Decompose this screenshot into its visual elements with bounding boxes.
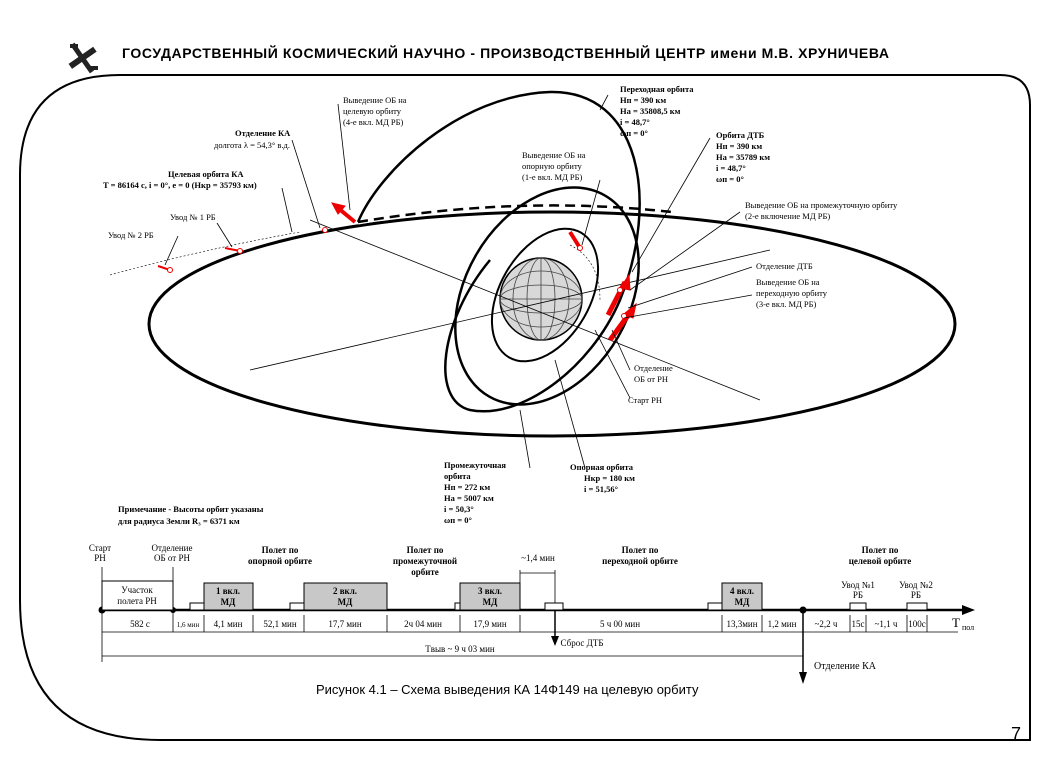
label-vyvedenie-ob-2: Выведение ОБ на промежуточную орбиту(2-е… xyxy=(745,200,898,221)
logo-icon xyxy=(68,42,98,74)
thrust-arrows xyxy=(157,202,637,342)
page-frame xyxy=(19,74,1031,741)
figure-caption: Рисунок 4.1 – Схема выведения КА 14Ф149 … xyxy=(316,682,699,697)
tl-box-4: 4 вкл.МД xyxy=(730,586,754,607)
tl-sbros-dtb: Сброс ДТБ xyxy=(561,638,604,648)
label-start-rn: Старт РН xyxy=(628,395,662,405)
page-number: 7 xyxy=(1011,724,1022,744)
tl-d1: 1,6 мин xyxy=(177,621,200,629)
label-uvod-1: Увод № 1 РБ xyxy=(170,212,216,222)
support-orbit xyxy=(490,227,600,363)
tl-d0: 582 с xyxy=(130,619,150,629)
tl-d4: 17,7 мин xyxy=(328,619,362,629)
tl-d13: 100с xyxy=(908,619,926,629)
tl-14min: ~1,4 мин xyxy=(521,553,555,563)
tl-d8: 13,3мин xyxy=(726,619,757,629)
tl-d9: 1,2 мин xyxy=(768,619,797,629)
tl-d3: 52,1 мин xyxy=(263,619,297,629)
label-uvod-2: Увод № 2 РБ xyxy=(108,230,154,240)
earth xyxy=(499,257,583,341)
tl-axis-label: T xyxy=(952,615,960,630)
tl-d11: 15с xyxy=(852,619,865,629)
tl-d12: ~1,1 ч xyxy=(875,619,898,629)
tl-d10: ~2,2 ч xyxy=(815,619,838,629)
tl-d6: 17,9 мин xyxy=(473,619,507,629)
target-orbit xyxy=(147,210,957,438)
header-title: ГОСУДАРСТВЕННЫЙ КОСМИЧЕСКИЙ НАУЧНО - ПРО… xyxy=(122,45,890,61)
tl-d5: 2ч 04 мин xyxy=(404,619,442,629)
label-otdelenie-dtb: Отделение ДТБ xyxy=(756,261,813,271)
tl-d2: 4,1 мин xyxy=(214,619,243,629)
tl-d7: 5 ч 00 мин xyxy=(600,619,640,629)
tl-box-2: 2 вкл.МД xyxy=(333,586,357,607)
tl-box-1: 1 вкл.МД xyxy=(216,586,240,607)
intermediate-orbit xyxy=(454,186,640,406)
tl-axis-sub: пол xyxy=(962,623,974,632)
tl-otdelenie-ka: Отделение КА xyxy=(814,661,877,672)
tl-box-3: 3 вкл.МД xyxy=(478,586,502,607)
tl-total: Tвыв ~ 9 ч 03 мин xyxy=(425,644,495,654)
